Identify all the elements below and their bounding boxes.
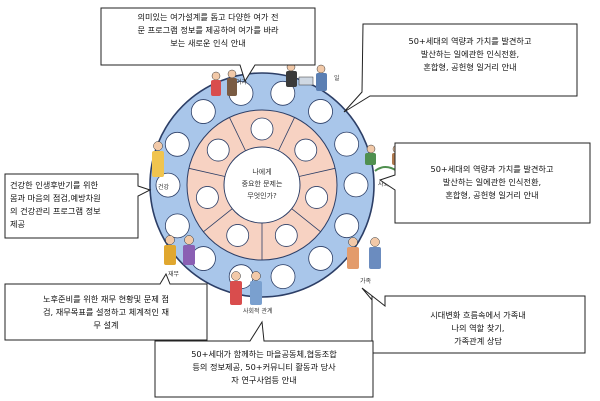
callout-line: 의미있는 여가설계를 돕고 다양한 여가 전 (137, 12, 278, 22)
callout-line: 무 설계 (93, 320, 118, 330)
photo-slot (270, 80, 296, 106)
callout-line: 나의 역할 찾기, (451, 323, 504, 333)
segment-label-family: 가족 (360, 277, 372, 285)
photo-slot (155, 172, 181, 198)
segment-divider (203, 208, 233, 233)
photo-slot (164, 131, 190, 157)
callout-line: 등의 정보제공, 50+커뮤니티 활동과 당사 (192, 362, 336, 372)
photo-slots (155, 80, 369, 290)
photo-slot (270, 264, 296, 290)
segment-label-work: 일 (334, 74, 340, 82)
callout-line: 가족관계 상담 (454, 336, 502, 346)
center-question-line2: 중요한 문제는 (242, 180, 283, 188)
photo-slot (274, 224, 298, 247)
callout-line: 혼합형, 공헌형 일거리 안내 (423, 62, 516, 72)
photo-slot (191, 246, 216, 271)
callout-line: 자 연구사업등 안내 (231, 375, 296, 385)
callout-line: 노후준비를 위한 재무 현황및 문제 점 (43, 294, 169, 304)
photo-slot (308, 246, 334, 271)
callout-line: 몸과 마음의 점검,예방차원 (10, 193, 101, 203)
photo-slot (334, 213, 360, 239)
center-question-line3: 무엇인가? (247, 191, 277, 200)
callout-line: 50+세대의 역량과 가치를 발견하고 (430, 164, 553, 174)
photo-slot (226, 224, 250, 247)
segment-divider (188, 167, 226, 177)
relation-people-illustration (230, 271, 262, 305)
finance-people-illustration (164, 235, 195, 265)
callout-line: 혼합형, 공헌형 일거리 안내 (445, 190, 538, 200)
segment-dividers (188, 117, 336, 260)
callout-line: 발산하는 일에관한 인식전환, (443, 177, 541, 187)
segment-label-relation: 사회적 관계 (243, 307, 273, 315)
segment-label-health: 건강 (158, 183, 170, 191)
wheel: 나에게 중요한 문제는 무엇인가? (149, 72, 375, 298)
photo-slot (305, 186, 328, 209)
photo-slot (196, 186, 219, 209)
health-people-illustration (152, 141, 164, 177)
photo-slot (343, 172, 369, 198)
people-illustrations (152, 62, 403, 305)
family-people-illustration (347, 237, 381, 269)
leisure-people-illustration (211, 69, 237, 96)
callout-line: 시대변화 흐름속에서 가족내 (430, 310, 526, 320)
photo-slot (206, 138, 230, 162)
callout-line: 제공 (10, 219, 26, 229)
callout-line: 보는 새로운 인식 안내 (170, 38, 246, 48)
callout-line: 50+세대가 함께하는 마을공동체,협동조합 (191, 349, 337, 359)
segment-divider (298, 167, 336, 177)
segment-divider (229, 117, 246, 151)
photo-slot (334, 131, 360, 157)
segment-divider (278, 117, 295, 151)
segment-divider (291, 208, 321, 233)
callout-line: 건강한 인생후반기를 위한 (10, 180, 99, 190)
segment-label-leisure: 여가 (236, 78, 248, 86)
callout-line: 검, 재무목표를 설정하고 체계적인 재 (43, 307, 169, 317)
callout-line: 50+세대의 역량과 가치를 발견하고 (408, 36, 531, 46)
callout-line: 의 건강관리 프로그램 정보 (10, 206, 101, 216)
callout-line: 문 프로그램 정보를 제공하여 여가를 바라 (137, 25, 279, 35)
photo-slot (190, 99, 216, 124)
photo-slot (250, 117, 274, 141)
photo-slot (164, 213, 190, 239)
photo-slot (294, 138, 318, 162)
callout-line: 발산하는 일에관한 인식전환, (421, 49, 519, 59)
photo-slot (308, 99, 333, 124)
center-question-line1: 나에게 (252, 167, 271, 176)
segment-label-finance: 재무 (168, 270, 180, 278)
